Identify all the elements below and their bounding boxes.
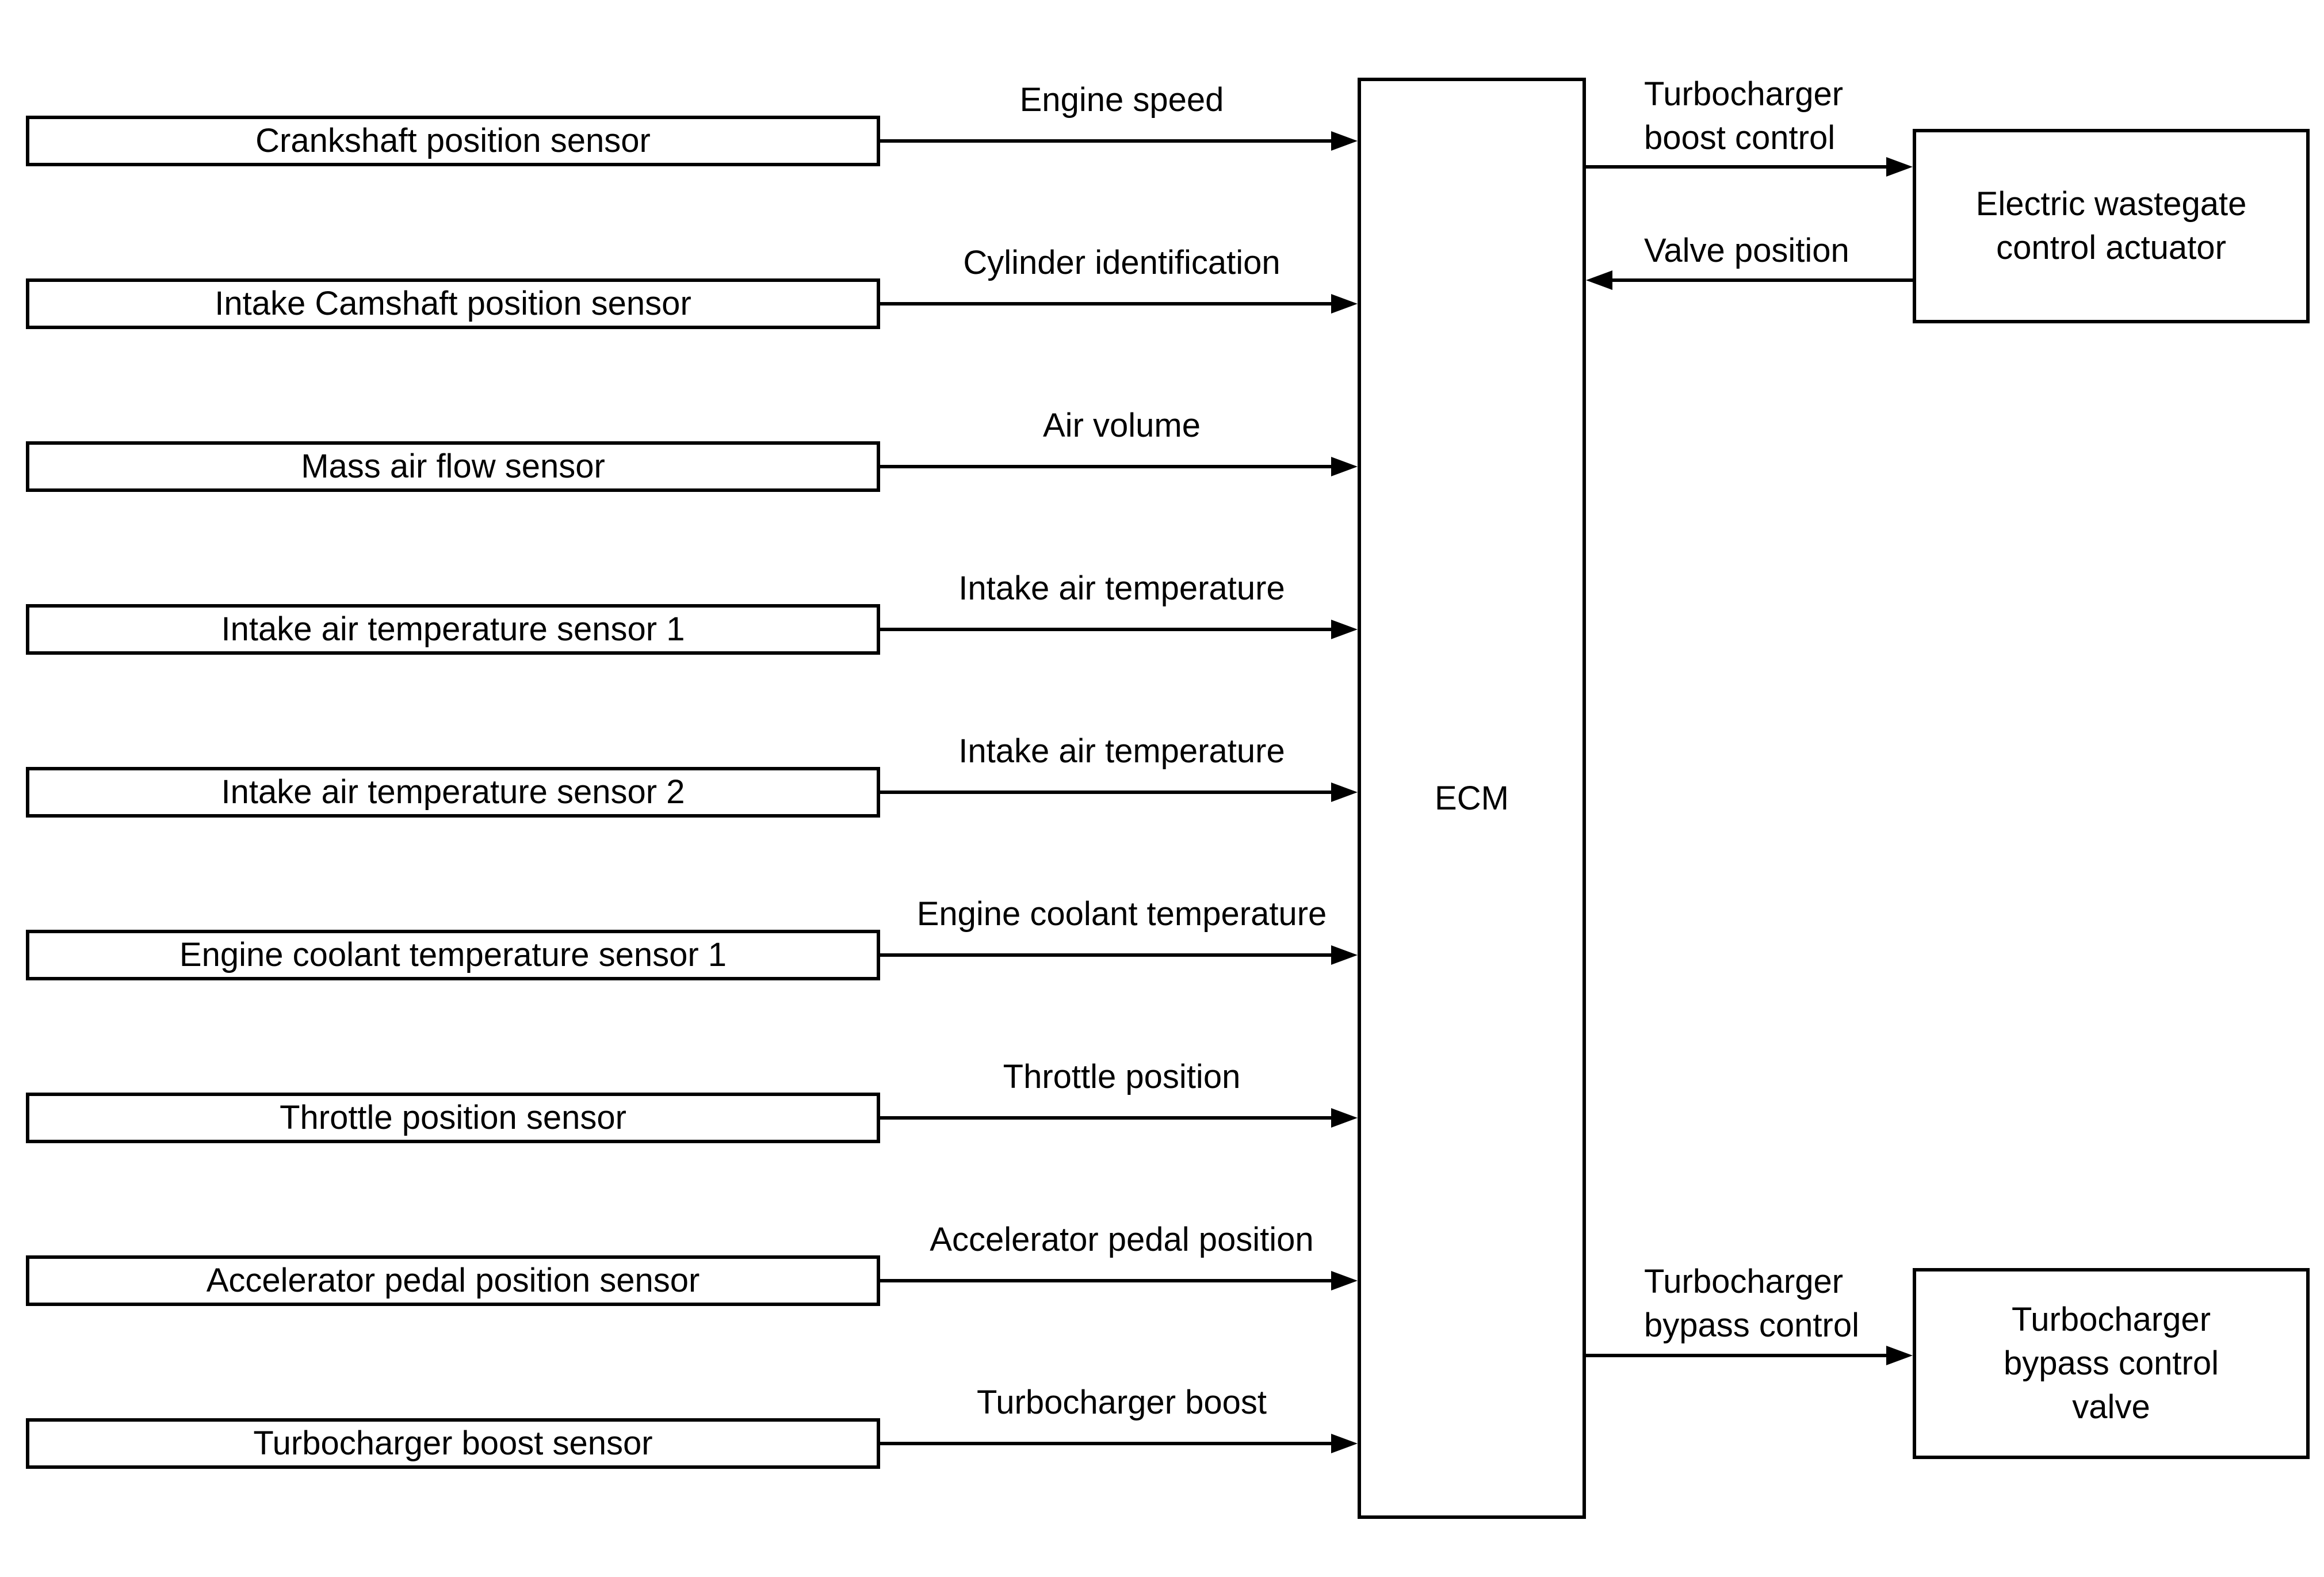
output-signal-label-line: bypass control	[1644, 1307, 1859, 1344]
sensor-box-label: Intake air temperature sensor 1	[221, 610, 685, 648]
output-signal-label-line: boost control	[1644, 119, 1836, 156]
output-signal-label: Turbocharger bypass control	[1644, 1260, 1859, 1347]
sensor-box: Turbocharger boost sensor	[26, 1418, 880, 1469]
sensor-box-label: Intake Camshaft position sensor	[215, 285, 691, 322]
sensor-box: Crankshaft position sensor	[26, 116, 880, 166]
input-signal-label: Turbocharger boost	[976, 1384, 1267, 1421]
arrow-head	[1331, 1108, 1358, 1128]
output-signal-label: Turbocharger boost control	[1644, 72, 1843, 160]
device-box-label-line: control actuator	[1996, 229, 2226, 266]
arrow-head	[1331, 457, 1358, 476]
sensor-box-label: Accelerator pedal position sensor	[206, 1262, 700, 1299]
input-signal-label: Engine speed	[1019, 81, 1224, 119]
arrow-head	[1331, 294, 1358, 314]
sensor-box: Intake air temperature sensor 1	[26, 604, 880, 655]
arrow-head	[1331, 620, 1358, 639]
sensor-box-label: Throttle position sensor	[280, 1099, 626, 1136]
input-signal-label: Cylinder identification	[963, 244, 1281, 281]
sensor-box-label: Engine coolant temperature sensor 1	[179, 936, 727, 973]
input-signal-label: Accelerator pedal position	[930, 1221, 1314, 1258]
arrow-head	[1886, 1346, 1913, 1365]
input-signal-label: Intake air temperature	[958, 732, 1285, 770]
arrow-head	[1586, 270, 1612, 290]
device-box: Turbocharger bypass control valve	[1913, 1268, 2310, 1459]
arrow-head	[1331, 1271, 1358, 1290]
input-signal-label: Engine coolant temperature	[916, 895, 1327, 933]
sensor-box: Intake Camshaft position sensor	[26, 278, 880, 329]
device-box-label-line: Turbocharger	[2011, 1301, 2211, 1338]
arrow-head	[1331, 945, 1358, 965]
arrow-head	[1886, 157, 1913, 177]
output-signal-label: Valve position	[1644, 229, 1849, 273]
arrow-head	[1331, 1434, 1358, 1453]
sensor-box: Intake air temperature sensor 2	[26, 767, 880, 818]
output-signal-label-line: Valve position	[1644, 232, 1849, 269]
output-signal-label-line: Turbocharger	[1644, 1263, 1844, 1300]
ecm-box: ECM	[1358, 78, 1586, 1519]
input-signal-label: Intake air temperature	[958, 570, 1285, 607]
device-box: Electric wastegate control actuator	[1913, 129, 2310, 323]
sensor-box-label: Intake air temperature sensor 2	[221, 773, 685, 811]
input-signal-label: Air volume	[1043, 407, 1201, 444]
sensor-box: Throttle position sensor	[26, 1093, 880, 1143]
ecm-label: ECM	[1435, 780, 1509, 817]
sensor-box: Accelerator pedal position sensor	[26, 1255, 880, 1306]
sensor-box-label: Turbocharger boost sensor	[253, 1425, 653, 1462]
output-signal-label-line: Turbocharger	[1644, 75, 1844, 113]
sensor-box-label: Mass air flow sensor	[301, 448, 605, 485]
sensor-box: Engine coolant temperature sensor 1	[26, 930, 880, 980]
device-box-label-line: bypass control	[2004, 1345, 2219, 1382]
sensor-box: Mass air flow sensor	[26, 441, 880, 492]
arrow-head	[1331, 782, 1358, 802]
device-box-label-line: Electric wastegate	[1975, 185, 2247, 223]
device-box-label-line: valve	[2072, 1388, 2150, 1426]
arrow-head	[1331, 131, 1358, 151]
sensor-box-label: Crankshaft position sensor	[255, 122, 651, 159]
input-signal-label: Throttle position	[1003, 1058, 1241, 1095]
